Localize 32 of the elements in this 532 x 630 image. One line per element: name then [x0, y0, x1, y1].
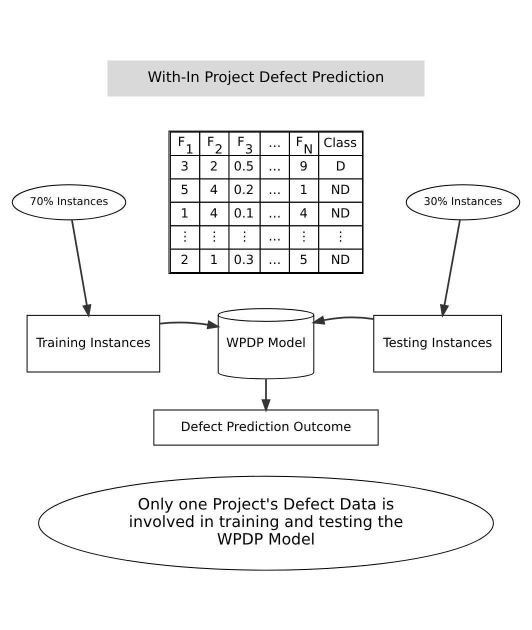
- label: ND: [330, 252, 350, 267]
- label: 1: [300, 181, 308, 196]
- label: …: [268, 204, 282, 220]
- label: …: [268, 134, 282, 150]
- label: …: [268, 181, 282, 196]
- label: 9: [300, 158, 308, 174]
- label: 5: [300, 252, 308, 267]
- label: 0.5: [234, 158, 254, 174]
- label: …: [268, 228, 282, 244]
- label: Class: [324, 134, 357, 150]
- label: D: [336, 158, 346, 174]
- label: ND: [330, 181, 350, 196]
- label: ⋮: [334, 228, 347, 244]
- label: 4: [300, 204, 308, 220]
- label: …: [268, 158, 282, 174]
- label: 3: [180, 158, 189, 174]
- label: 4: [210, 181, 218, 196]
- label: ND: [330, 204, 350, 220]
- label: 4: [210, 204, 218, 220]
- label: …: [268, 252, 282, 267]
- label: ⋮: [208, 228, 221, 244]
- label: ⋮: [178, 228, 192, 244]
- label: 2: [210, 158, 218, 174]
- label: 0.2: [234, 181, 254, 196]
- label: 5: [180, 181, 189, 196]
- label: ⋮: [298, 228, 310, 244]
- label: 1: [180, 204, 189, 220]
- label: 0.3: [234, 252, 254, 267]
- label: 1: [210, 252, 218, 267]
- label: 0.1: [234, 204, 254, 220]
- label: ⋮: [238, 228, 251, 244]
- label: 2: [180, 252, 189, 267]
